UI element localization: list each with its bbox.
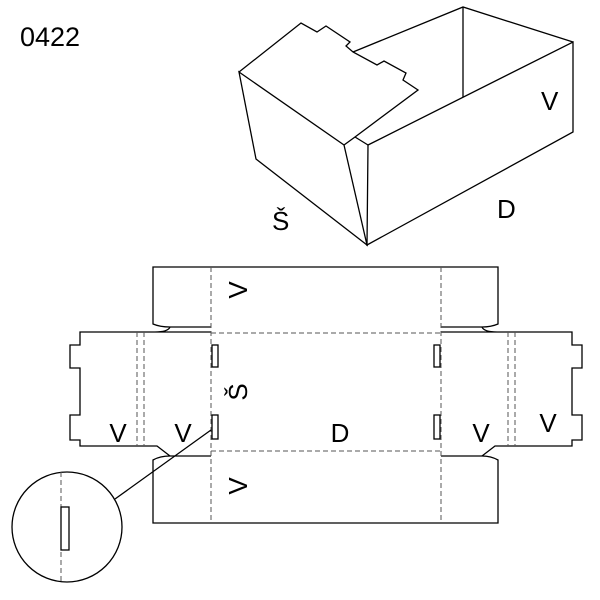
left-outer-flap-label: V xyxy=(109,418,127,448)
top-panel-label: V xyxy=(223,281,253,299)
box-length-label: D xyxy=(497,194,516,224)
lid-flap-outline xyxy=(238,22,420,146)
flat-length-label: D xyxy=(331,418,350,448)
model-number: 0422 xyxy=(20,22,80,52)
box-3d-view: Š D V xyxy=(238,6,574,247)
front-panel xyxy=(366,40,574,247)
top-panel-outline xyxy=(152,266,499,328)
box-height-label: V xyxy=(541,86,559,116)
bottom-panel-outline xyxy=(152,455,499,524)
box-width-label: Š xyxy=(272,206,289,236)
end-panel xyxy=(238,70,369,247)
left-inner-flap-label: V xyxy=(174,418,192,448)
right-inner-flap-label: V xyxy=(472,418,490,448)
bottom-panel-label: V xyxy=(223,477,253,495)
right-outer-flap-label: V xyxy=(539,408,557,438)
left-flaps xyxy=(69,326,219,457)
right-flaps xyxy=(433,326,583,457)
slot-detail-magnifier xyxy=(11,429,212,583)
edge xyxy=(354,136,369,146)
flat-width-label: Š xyxy=(223,383,253,400)
flat-layout: V V Š D V V V V xyxy=(11,266,583,583)
